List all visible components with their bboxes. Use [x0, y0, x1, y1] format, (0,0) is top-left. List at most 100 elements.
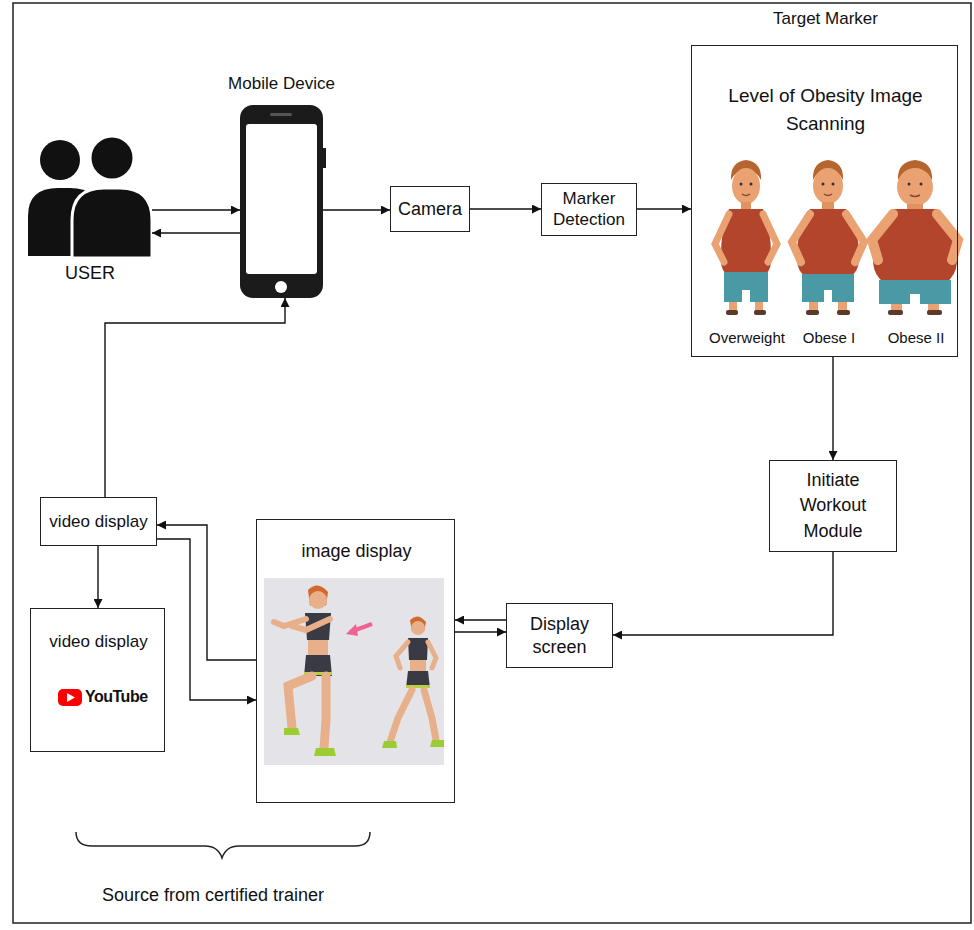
- obesity-figure: [741, 202, 751, 210]
- phone-icon: [246, 124, 317, 274]
- process-box: video display: [40, 497, 157, 546]
- node-label: Obese II: [871, 329, 961, 348]
- obesity-figure: [872, 160, 958, 315]
- youtube-icon: [58, 689, 82, 706]
- obesity-figure: [729, 302, 737, 311]
- exercise-image: [324, 676, 326, 748]
- phone-icon: [240, 105, 323, 298]
- user-icon: [40, 140, 80, 180]
- node-label: Display screen: [511, 613, 608, 658]
- youtube-icon: [67, 693, 75, 702]
- obesity-figure: [755, 302, 763, 311]
- exercise-image: [390, 690, 436, 742]
- exercise-image: [284, 728, 300, 735]
- brace: [76, 832, 370, 858]
- exercise-image: [406, 671, 430, 688]
- obesity-figure: [824, 194, 832, 196]
- image-display-box: image display: [256, 519, 455, 803]
- obesity-figure: [754, 310, 766, 315]
- exercise-image: [308, 640, 328, 656]
- exercise-image: [314, 748, 336, 756]
- arrow-connector: [152, 209, 240, 210]
- obesity-figure: [832, 183, 835, 186]
- obesity-figure: [740, 183, 743, 186]
- node-label: Marker Detection: [546, 188, 632, 231]
- exercise-image: [410, 660, 426, 672]
- arrow-connector: [613, 552, 833, 635]
- node-label: video display: [31, 631, 166, 652]
- youtube-icon: [58, 689, 82, 706]
- exercise-image: [288, 676, 312, 728]
- arrow-connector: [637, 208, 691, 209]
- obesity-figure: [822, 202, 834, 210]
- process-box: Initiate Workout Module: [769, 460, 897, 552]
- exercise-image: [408, 638, 428, 660]
- arrow-connector: [157, 539, 256, 700]
- node-label: video display: [49, 511, 147, 532]
- obesity-figure: [792, 160, 864, 315]
- obesity-figure: [908, 183, 911, 186]
- obesity-figure: [873, 209, 957, 290]
- obesity-figure: [891, 304, 902, 311]
- phone-icon: [275, 281, 287, 293]
- exercise-image: [264, 578, 444, 765]
- obesity-figure: [920, 183, 923, 186]
- arrow-connector: [157, 525, 256, 660]
- exercise-image: [382, 741, 397, 748]
- node-label: Camera: [398, 198, 462, 221]
- phone-icon: [270, 113, 292, 116]
- user-icon: [90, 136, 134, 180]
- obesity-figure: [813, 168, 843, 204]
- exercise-image: [411, 621, 425, 635]
- obesity-figure: [879, 280, 951, 304]
- caption-label: Source from certified trainer: [63, 884, 363, 907]
- process-box: Camera: [390, 186, 470, 232]
- arrow-connector: [97, 546, 98, 608]
- user-icon: [72, 188, 152, 258]
- obesity-figure: [927, 310, 942, 315]
- node-label: image display: [257, 540, 456, 563]
- obesity-figure: [732, 168, 760, 204]
- exercise-image: [396, 642, 436, 668]
- mobile-device: Mobile Device: [240, 105, 323, 298]
- node-label: USER: [28, 262, 152, 285]
- obesity-figure: [838, 302, 847, 311]
- arrow-connector: [105, 298, 285, 497]
- obesity-figure: [837, 310, 850, 315]
- phone-icon: [240, 105, 326, 298]
- obesity-figure: [872, 214, 958, 260]
- node-label: Level of Obesity Image Scanning: [712, 82, 939, 137]
- exercise-image: [274, 619, 330, 630]
- node-label: Target Marker: [692, 8, 959, 29]
- obesity-figure: [888, 310, 903, 315]
- arrow-connector: [323, 209, 390, 210]
- obesity-figure: [802, 274, 854, 302]
- user-actor: USER: [28, 138, 152, 290]
- phone-icon: [323, 148, 326, 168]
- obesity-figure: [809, 302, 818, 311]
- process-box: Marker Detection: [541, 183, 637, 236]
- obesity-figure: [792, 214, 864, 262]
- node-label: Initiate Workout Module: [774, 468, 892, 544]
- obesity-figure: [910, 195, 920, 197]
- node-label: Overweight: [702, 329, 792, 348]
- obesity-figure: [742, 194, 750, 196]
- arrow-connector: [455, 631, 506, 632]
- node-label: Obese I: [784, 329, 874, 348]
- obesity-figure: [806, 310, 819, 315]
- target-marker-box: Target MarkerLevel of Obesity Image Scan…: [691, 45, 958, 357]
- arrow-connector: [832, 357, 833, 460]
- arrow-connector: [152, 232, 240, 233]
- obesity-figure: [822, 183, 825, 186]
- obesity-figure: [724, 272, 768, 302]
- process-box: Display screen: [506, 603, 613, 668]
- arrow-connector: [470, 208, 541, 209]
- obesity-figure: [726, 310, 738, 315]
- exercise-image: [309, 591, 327, 609]
- frame: [13, 3, 971, 923]
- exercise-image: [264, 578, 444, 765]
- obesity-figure: [928, 304, 939, 311]
- obesity-figure: [750, 183, 753, 186]
